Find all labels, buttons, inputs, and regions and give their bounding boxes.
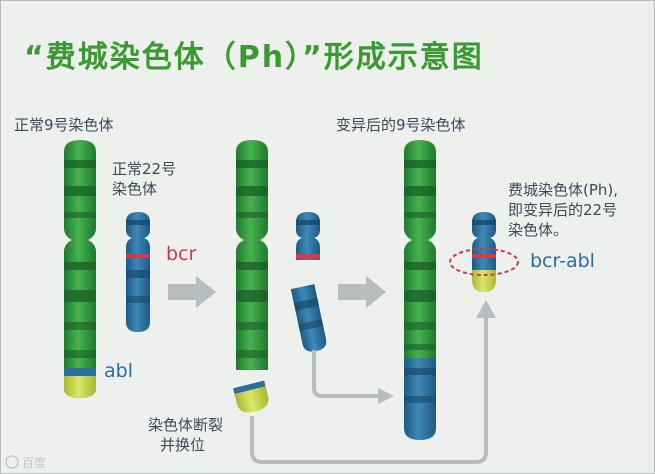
variant-chromosome-9 (404, 140, 436, 440)
abl-fragment (233, 380, 269, 413)
broken-chromosome-9 (236, 140, 268, 370)
translocation-path-22 (312, 350, 380, 398)
arrow-1 (168, 276, 216, 308)
gene-label-abl: abl (104, 360, 133, 382)
gene-label-bcr: bcr (166, 243, 197, 265)
watermark-logo: 百度 (5, 455, 46, 470)
watermark-text: 百度 (22, 455, 46, 470)
normal-chromosome-9 (64, 140, 96, 398)
arrow-2 (338, 276, 386, 308)
broken-chromosome-22-top (296, 212, 320, 260)
label-break-line1: 染色体断裂 (148, 416, 224, 434)
label-ph-line3: 染色体。 (508, 221, 569, 239)
label-normal-chr9: 正常9号染色体 (14, 116, 114, 134)
label-ph-line1: 费城染色体(Ph), (508, 181, 619, 199)
label-normal-chr22-line1: 正常22号 (112, 160, 177, 178)
translocation-arrowhead-22 (378, 388, 394, 404)
normal-chromosome-22 (126, 212, 150, 332)
fusion-highlight-ring (449, 248, 519, 276)
diagram-title: “费城染色体（Ph）”形成示意图 (24, 40, 484, 75)
translocation-arrowhead-9 (476, 300, 496, 318)
label-variant-chr9: 变异后的9号染色体 (336, 116, 466, 134)
gene-label-bcr-abl: bcr-abl (530, 250, 595, 272)
label-normal-chr22-line2: 染色体 (112, 180, 158, 198)
philadelphia-chromosome (472, 212, 496, 292)
label-ph-line2: 即变异后的22号 (508, 201, 618, 219)
broken-chromosome-22-bottom (290, 284, 327, 352)
translocation-path-9 (250, 318, 488, 464)
label-break-line2: 并换位 (160, 436, 206, 454)
